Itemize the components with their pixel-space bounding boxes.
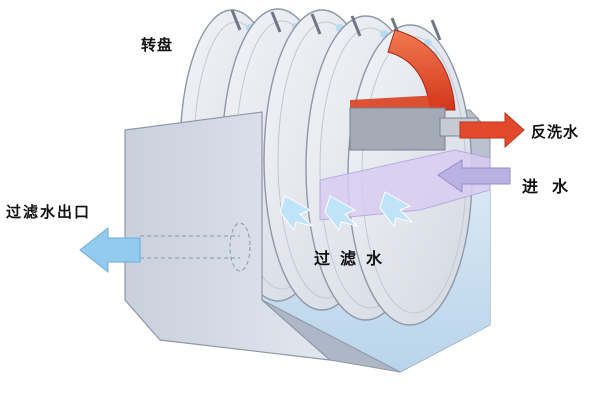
filtered-water-label: 过滤水 <box>314 249 393 268</box>
central-hub <box>349 107 446 151</box>
disc-frame-bar <box>310 13 322 35</box>
inflow-channel <box>319 149 491 221</box>
disc-frame-bar <box>350 15 362 37</box>
backwash-label: 反洗水 <box>531 123 580 141</box>
outlet-label: 过滤水出口 <box>6 203 92 221</box>
inlet-arrow <box>437 159 511 193</box>
disc-frame-bar <box>270 11 282 33</box>
outlet-arrow <box>79 226 141 274</box>
disc-label: 转盘 <box>141 36 174 54</box>
inlet-label: 进水 <box>522 177 583 196</box>
disc-frame-bar <box>430 19 442 41</box>
internal-flow-arrows <box>279 191 414 232</box>
tank-side-face <box>261 299 401 373</box>
disc-frame-bar <box>230 9 242 31</box>
backwash-arrow <box>459 111 525 149</box>
